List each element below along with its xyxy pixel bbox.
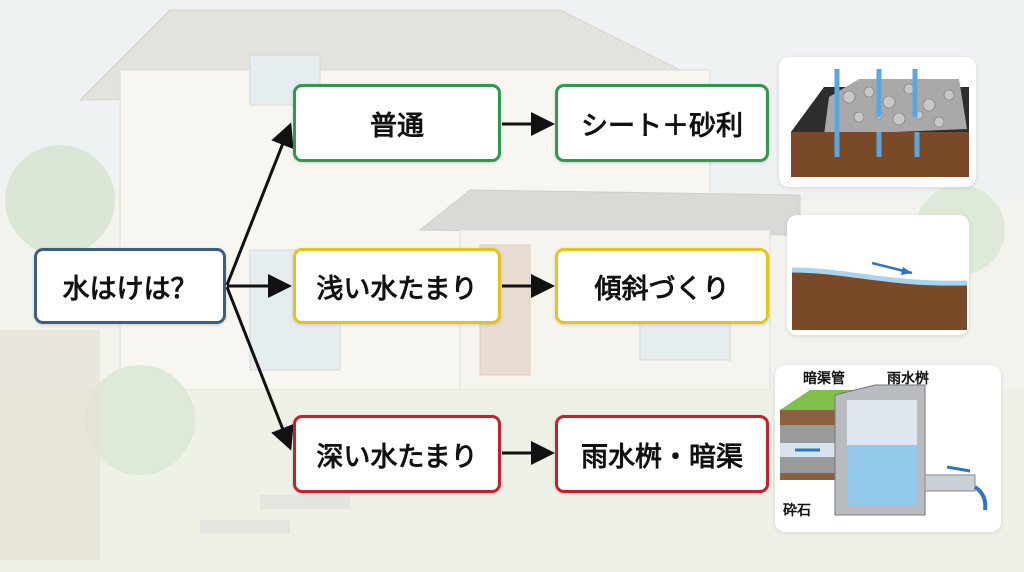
solution-sheet-gravel-label: シート＋砂利 bbox=[581, 110, 743, 142]
solution-sheet-gravel-box: シート＋砂利 bbox=[555, 84, 769, 162]
condition-deep-box: 深い水たまり bbox=[293, 415, 501, 493]
root-question-label: 水はけは？ bbox=[62, 273, 198, 305]
arrow-root-deep bbox=[225, 286, 294, 451]
label-crushed-stone: 砕石 bbox=[783, 502, 811, 519]
condition-shallow-box: 浅い水たまり bbox=[293, 248, 501, 324]
drainage-basin-illustration: 暗渠管 雨水桝 砕石 bbox=[775, 365, 1001, 532]
condition-shallow-label: 浅い水たまり bbox=[316, 273, 478, 305]
solution-basin-box: 雨水桝・暗渠 bbox=[555, 415, 769, 493]
solution-slope-box: 傾斜づくり bbox=[555, 248, 769, 324]
solution-slope-label: 傾斜づくり bbox=[594, 273, 730, 305]
condition-normal-box: 普通 bbox=[293, 84, 501, 162]
label-underdrain-pipe: 暗渠管 bbox=[803, 370, 845, 387]
label-rain-basin: 雨水桝 bbox=[887, 370, 929, 387]
gravel-illustration bbox=[779, 57, 976, 187]
condition-deep-label: 深い水たまり bbox=[316, 441, 478, 473]
slope-illustration bbox=[787, 215, 969, 335]
solution-basin-label: 雨水桝・暗渠 bbox=[581, 441, 743, 473]
condition-normal-label: 普通 bbox=[370, 110, 424, 142]
arrow-root-normal bbox=[225, 122, 294, 286]
root-question-box: 水はけは？ bbox=[34, 248, 226, 324]
